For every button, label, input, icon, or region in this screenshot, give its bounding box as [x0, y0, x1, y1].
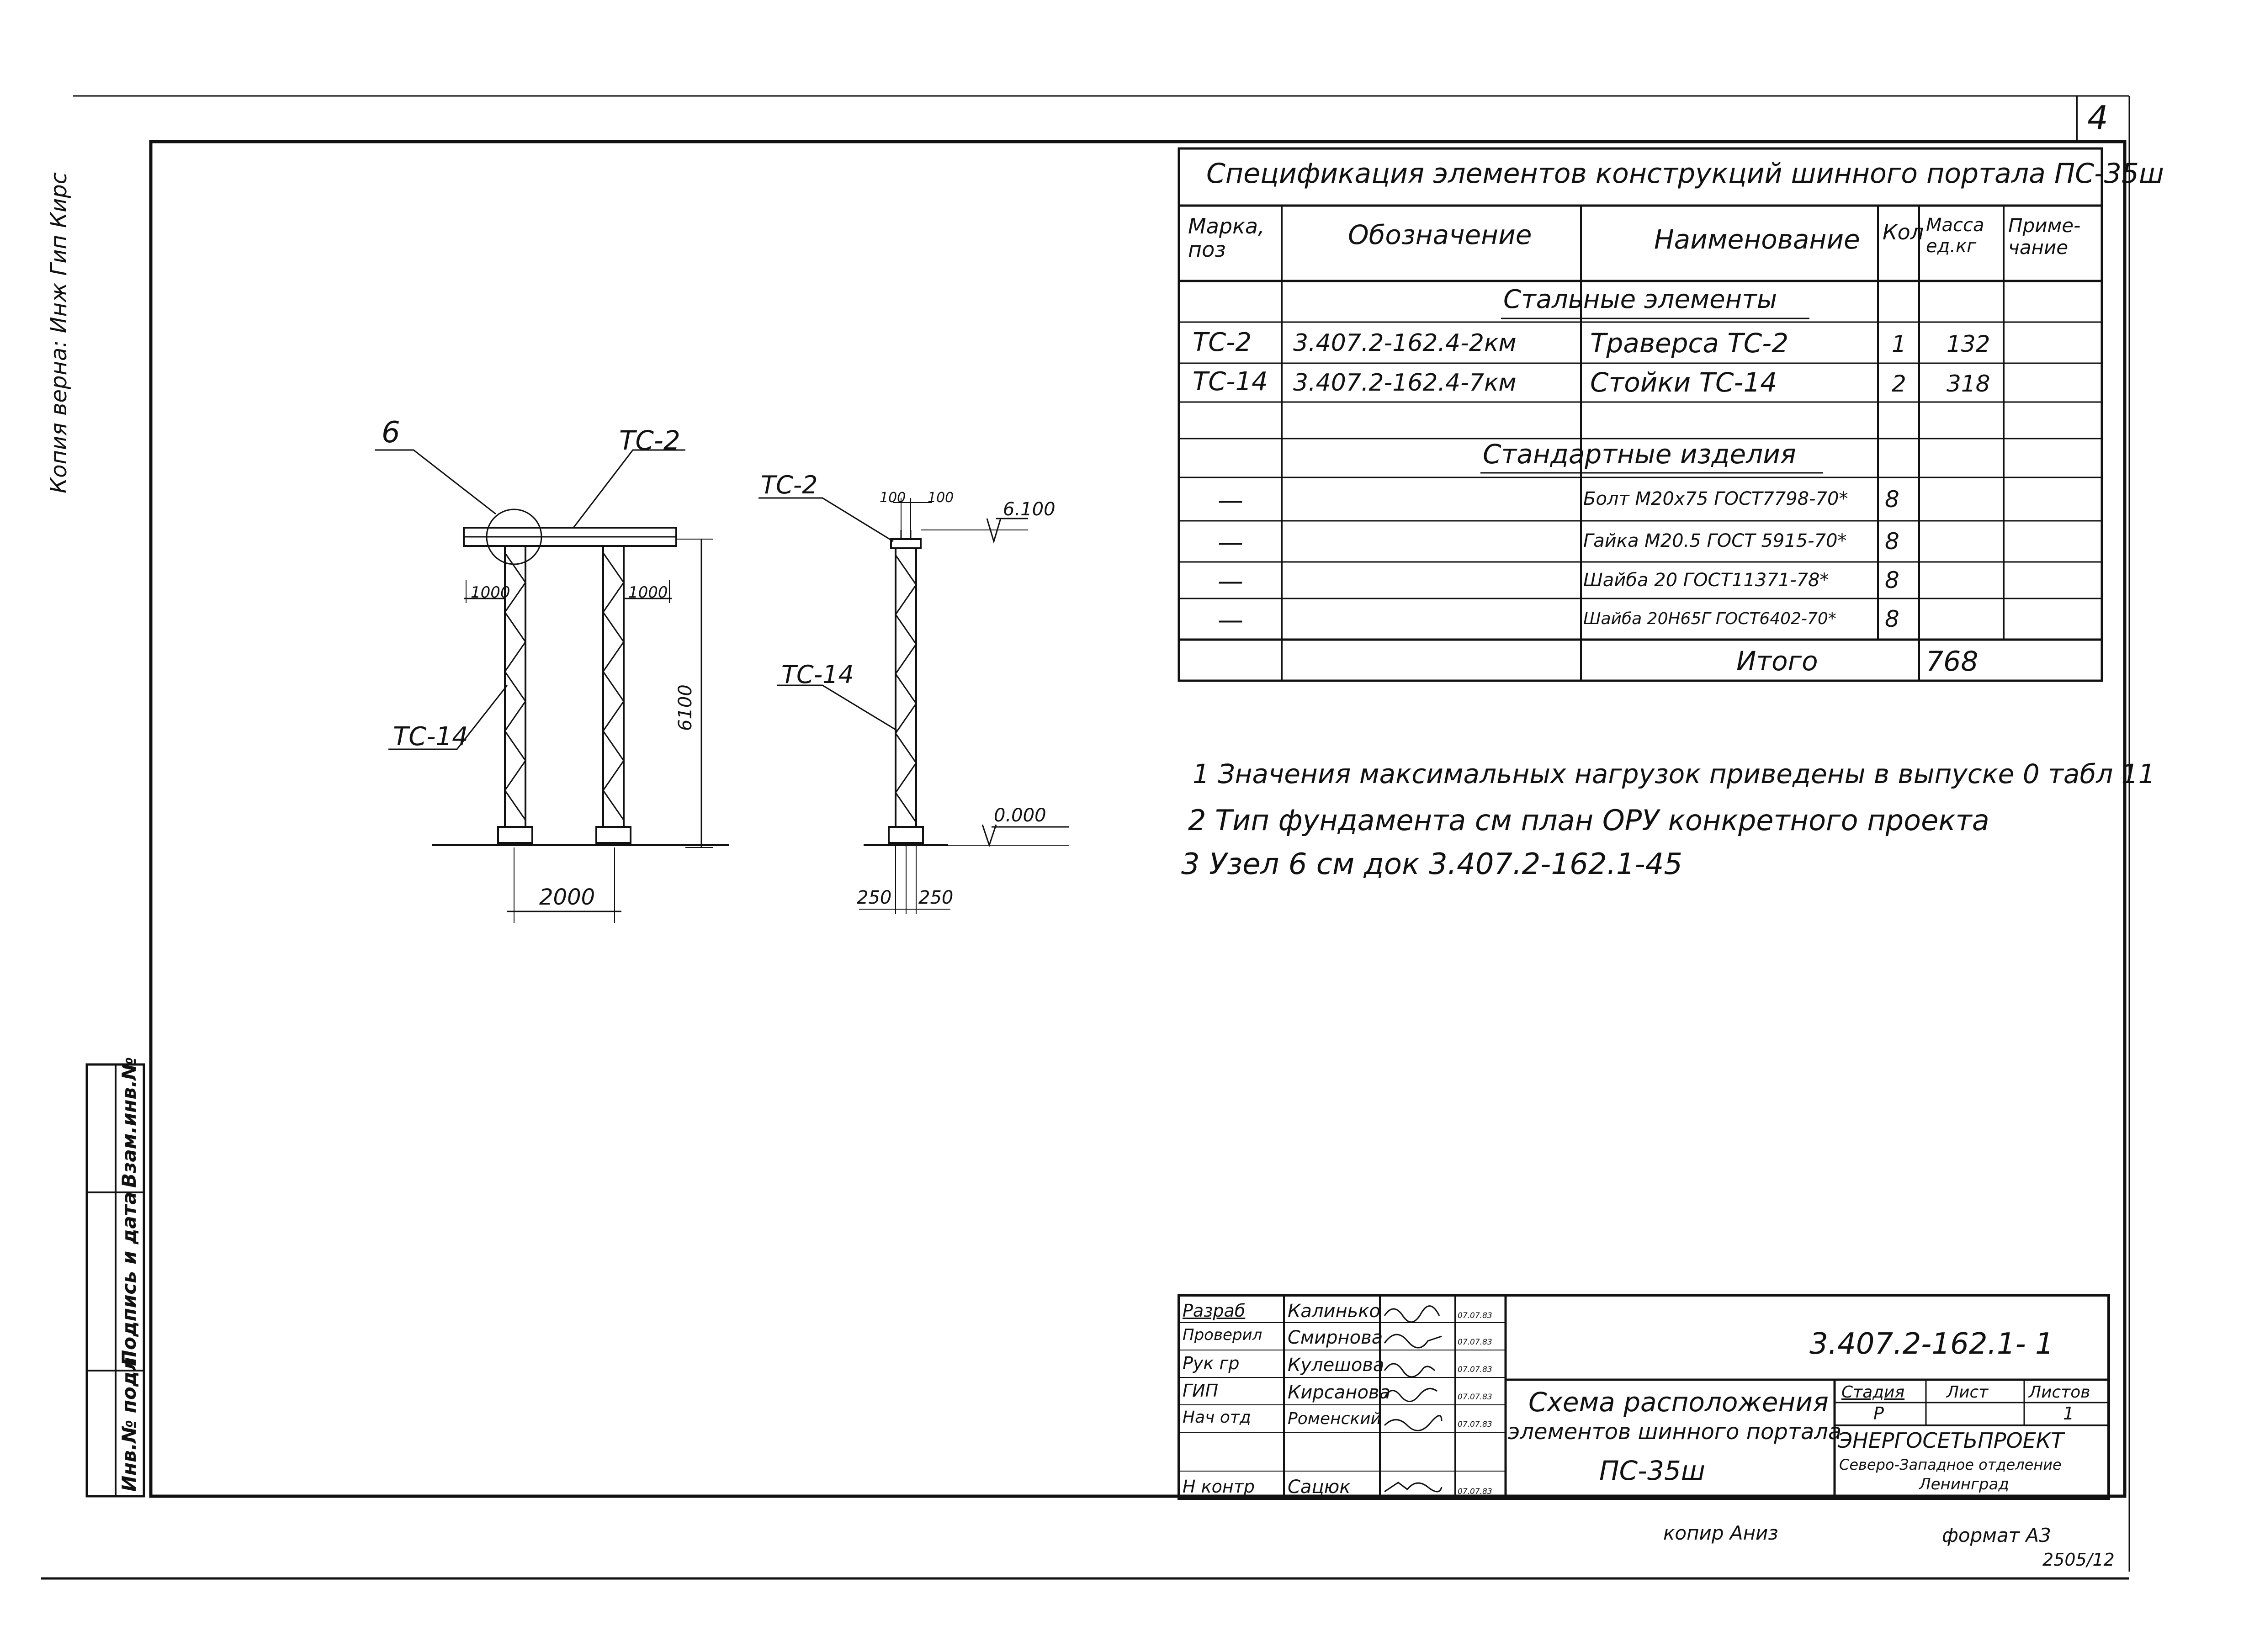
strip-replacement-inv: Взам.инв.№	[118, 1057, 140, 1188]
note-2: 2 Тип фундамента см план ОРУ конкретного…	[1188, 804, 1989, 837]
name-chief-engineer: Кирсанова	[1288, 1382, 1390, 1403]
sheets-value: 1	[2063, 1403, 2074, 1424]
date-checker: 07.07.83	[1458, 1338, 1492, 1347]
name-norm-control: Сацюк	[1288, 1477, 1351, 1498]
dim-2000: 2000	[539, 884, 595, 910]
date-group-head: 07.07.83	[1458, 1365, 1492, 1374]
role-norm-control: Н контр	[1183, 1477, 1255, 1497]
organization-city: Ленинград	[1919, 1475, 2009, 1493]
name-developer: Калинько	[1288, 1301, 1380, 1322]
header-note: Приме-чание	[2008, 214, 2081, 259]
role-checker: Проверил	[1183, 1326, 1262, 1344]
date-developer: 07.07.83	[1458, 1311, 1492, 1320]
section-standard-heading: Стандартные изделия	[1483, 439, 1796, 470]
role-developer: Разраб	[1183, 1301, 1246, 1321]
sheet-corner-number: 4	[2087, 99, 2108, 137]
role-dept-head: Нач отд	[1183, 1408, 1251, 1427]
drawing-title-line2: элементов шинного портала	[1508, 1419, 1842, 1445]
organization-name: ЭНЕРГОСЕТЬПРОЕКТ	[1838, 1428, 2064, 1453]
drawing-title-line1: Схема расположения	[1528, 1387, 1829, 1418]
document-code: 3.407.2-162.1- 1	[1809, 1327, 2054, 1361]
signatures	[1384, 1305, 1443, 1493]
name-dept-head: Роменский	[1288, 1409, 1381, 1428]
date-chief-engineer: 07.07.83	[1458, 1393, 1492, 1402]
date-norm-control: 07.07.83	[1458, 1487, 1492, 1496]
copy-verification-note: Копия верна: Инж Гип Кирс	[46, 172, 72, 493]
dim-100-b: 100	[928, 490, 954, 506]
organization-branch: Северо-Западное отделение	[1839, 1456, 2062, 1473]
copied-by: копир Аниз	[1663, 1522, 1778, 1544]
elevation-top: 6.100	[1003, 499, 1056, 520]
dim-1000-left: 1000	[471, 583, 510, 602]
header-qty: Кол	[1883, 220, 1924, 244]
header-name: Наименование	[1654, 224, 1860, 255]
header-mark: Марка, поз	[1188, 214, 1265, 262]
stage-label: Стадия	[1841, 1383, 1905, 1402]
sheets-label: Листов	[2029, 1383, 2090, 1402]
header-mass: Масса ед.кг	[1926, 215, 1984, 257]
total-value: 768	[1926, 646, 1978, 678]
sheet-label: Лист	[1947, 1383, 1989, 1402]
dim-250-b: 250	[918, 887, 954, 908]
total-label: Итого	[1736, 646, 1818, 677]
dim-1000-right: 1000	[628, 583, 668, 602]
drawing-title-line3: ПС-35ш	[1599, 1455, 1705, 1486]
note-1: 1 Значения максимальных нагрузок приведе…	[1193, 758, 2155, 789]
label-ts2-side: ТС-2	[761, 471, 818, 499]
dim-100-a: 100	[880, 490, 906, 506]
elevation-zero: 0.000	[994, 805, 1046, 826]
section-steel-heading: Стальные элементы	[1503, 285, 1777, 314]
sheet-format: формат А3	[1942, 1524, 2051, 1546]
label-ts14-front: ТС-14	[393, 722, 468, 752]
label-ts2-front: ТС-2	[619, 425, 680, 456]
role-group-head: Рук гр	[1183, 1353, 1240, 1373]
dim-250-a: 250	[857, 887, 892, 908]
role-chief-engineer: ГИП	[1183, 1381, 1219, 1401]
stage-value: Р	[1873, 1403, 1884, 1424]
name-checker: Смирнова	[1288, 1327, 1383, 1348]
spec-title: Спецификация элементов конструкций шинно…	[1206, 158, 2164, 190]
name-group-head: Кулешова	[1288, 1355, 1384, 1376]
header-designation: Обозначение	[1348, 219, 1532, 250]
note-3: 3 Узел 6 см док 3.407.2-162.1-45	[1181, 847, 1683, 881]
node-label: 6	[382, 416, 400, 450]
strip-signature-date: Подпись и дата	[118, 1191, 140, 1366]
dim-6100: 6100	[675, 684, 696, 731]
date-dept-head: 07.07.83	[1458, 1420, 1492, 1429]
archive-stamp-number: 2505/12	[2042, 1550, 2115, 1570]
label-ts14-side: ТС-14	[781, 660, 854, 689]
strip-original-inv: Инв.№ подл	[118, 1357, 140, 1492]
